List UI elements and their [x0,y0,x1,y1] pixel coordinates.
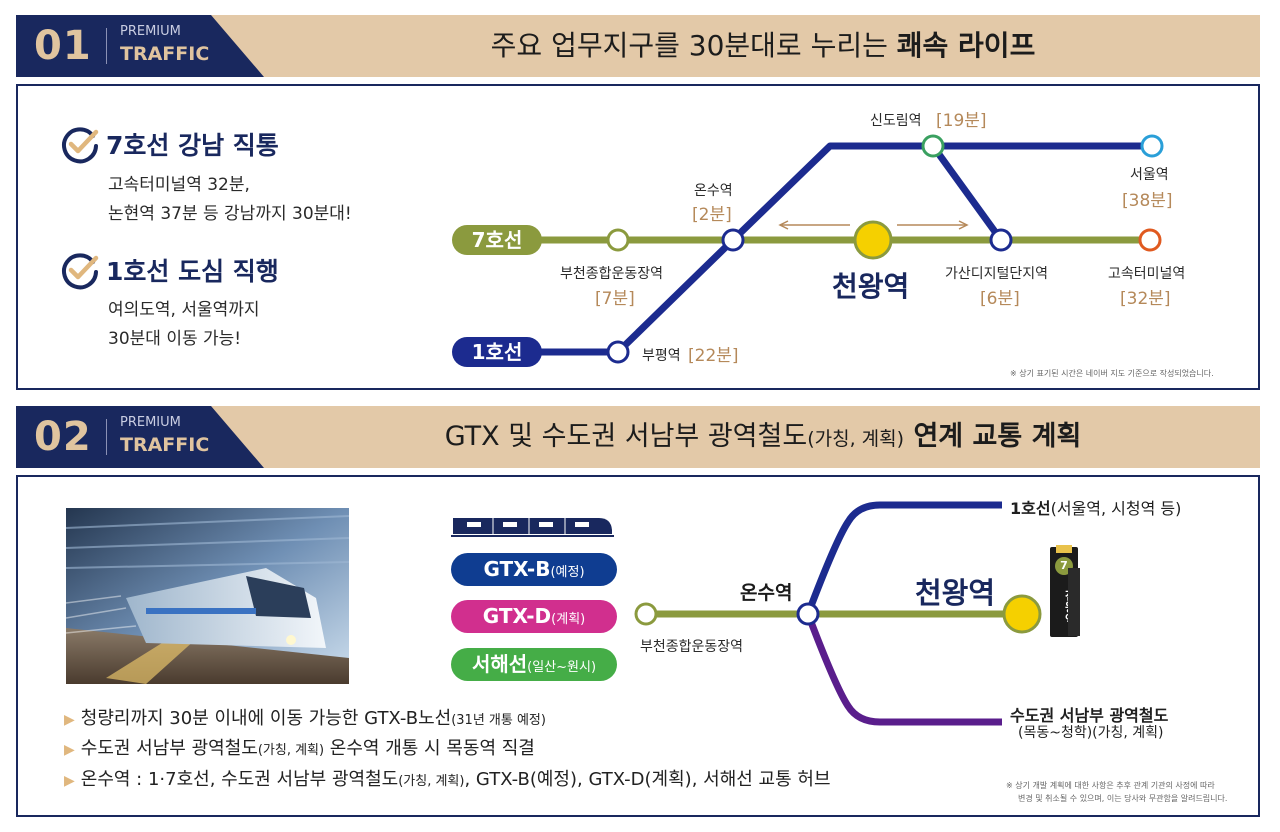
station-bupyeong-dot [606,340,630,364]
line1-badge: 1호선 [452,337,542,367]
section1-title-regular: 주요 업무지구를 30분대로 누리는 [490,29,897,62]
station-bucheon-dot-2 [634,602,658,626]
route-bottom-label-2: (목동~청학)(가칭, 계획) [1018,725,1164,741]
bullet-1-main: 청량리까지 30분 이내에 이동 가능한 GTX-B노선 [80,708,452,729]
train-photo [66,508,349,684]
station-sign-side [1068,568,1080,636]
line1-branch-track [930,143,1004,243]
station-express-dot [1138,228,1162,252]
pill-seohae-main: 서해선 [471,652,528,676]
section1-title: 주요 업무지구를 30분대로 누리는 쾌속 라이프 [266,15,1260,77]
section2-divider [106,419,107,455]
station-onsu-time: [2분] [692,205,732,225]
route-top-rest: (서울역, 시청역 등) [1050,499,1182,518]
bullet-2-main: 수도권 서남부 광역철도 [80,738,258,759]
bullet-1-small: (31년 개통 예정) [451,713,546,728]
pill-gtx-b: GTX-B(예정) [451,553,617,586]
station-gasan-dot [989,228,1013,252]
pill-gtx-b-main: GTX-B [483,557,551,581]
section2-header: 02 PREMIUM TRAFFIC GTX 및 수도권 서남부 광역철도(가칭… [16,406,1260,468]
bullet-2-tail: 온수역 개통 시 목동역 직결 [324,738,535,759]
station-express-name: 고속터미널역 [1108,266,1186,282]
station-cheonwang-name: 천왕역 [832,270,910,303]
pill-gtx-d: GTX-D(계획) [451,600,617,633]
station-bupyeong-time: [22분] [688,346,739,366]
station-onsu-dot [721,228,745,252]
station-cheonwang-dot [853,220,893,260]
pill-gtx-b-sub: (예정) [550,565,585,580]
section2-note-1: ※ 상기 개발 계획에 대한 사항은 추후 관계 기관의 사정에 따라 [1006,781,1215,790]
line1-track-2 [804,501,1002,616]
line1-track [530,142,1152,356]
southwest-line-track [804,612,1002,726]
feature-2-desc-1: 여의도역, 서울역까지 [108,300,260,320]
section1-sub-small: PREMIUM [120,24,181,39]
section2-note-2: 변경 및 취소될 수 있으며, 이는 당사와 무관함을 알려드립니다. [1018,794,1228,803]
route-top-label: 1호선(서울역, 시청역 등) [1010,495,1181,519]
check-circle-icon [62,253,99,290]
pill-gtx-d-main: GTX-D [482,604,552,628]
section1-title-bold: 쾌속 라이프 [896,29,1036,62]
station-onsu-dot-2 [796,602,820,626]
station-gasan-time: [6분] [980,289,1020,309]
station-seoul-name: 서울역 [1130,167,1169,183]
station-sindorim-time: [19분] [936,111,987,131]
feature-2-desc-2: 30분대 이동 가능! [108,329,242,349]
triangle-right-icon: ▶ [64,742,75,758]
station-cheonwang-name-2: 천왕역 [915,576,996,610]
station-bucheon-time: [7분] [595,289,635,309]
direction-arrows [778,220,969,230]
station-gasan-name: 가산디지털단지역 [945,266,1049,282]
check-circle-icon [62,127,99,164]
pill-gtx-d-sub: (계획) [551,612,586,627]
station-seoul-time: [38분] [1122,191,1173,211]
section1-header: 01 PREMIUM TRAFFIC 주요 업무지구를 30분대로 누리는 쾌속… [16,15,1260,77]
station-sindorim-name: 신도림역 [870,113,922,129]
train-icon [451,518,614,537]
section2-title-bold: 연계 교통 계획 [904,421,1082,452]
section2-title: GTX 및 수도권 서남부 광역철도(가칭, 계획) 연계 교통 계획 [266,406,1260,468]
station-express-time: [32분] [1120,289,1171,309]
section2-sub-small: PREMIUM [120,415,181,430]
bullet-2: ▶ 수도권 서남부 광역철도(가칭, 계획) 온수역 개통 시 목동역 직결 [64,734,535,760]
station-onsu-name: 온수역 [694,183,733,199]
route-top-bold: 1호선 [1010,499,1051,518]
route-bottom-label-1: 수도권 서남부 광역철도 [1010,706,1169,725]
station-bupyeong-name: 부평역 [642,348,681,364]
bullet-2-small: (가칭, 계획) [257,743,325,758]
station-bucheon-name-2: 부천종합운동장역 [640,639,744,655]
section2-sub-big: TRAFFIC [120,434,210,456]
train-image [66,508,349,684]
section1-divider [106,28,107,64]
section1-number: 01 [34,23,92,69]
section1-note: ※ 상기 표기된 시간은 네이버 지도 기준으로 작성되었습니다. [1010,369,1214,378]
feature-1-desc-2: 논현역 37분 등 강남까지 30분대! [108,204,352,224]
triangle-right-icon: ▶ [64,712,75,728]
bullet-3-tail: , GTX-B(예정), GTX-D(계획), 서해선 교통 허브 [464,769,831,790]
section2-number: 02 [34,414,92,460]
bullet-3-small: (가칭, 계획) [398,774,465,789]
station-bucheon-dot [606,228,630,252]
bullet-3-main: 온수역 : 1·7호선, 수도권 서남부 광역철도 [80,769,399,790]
station-cheonwang-dot-2 [1002,594,1042,634]
station-onsu-name-2: 온수역 [740,582,793,604]
triangle-right-icon: ▶ [64,773,75,789]
section2-title-small: (가칭, 계획) [807,428,905,450]
sign-lamp [1056,545,1072,553]
line7-badge: 7호선 [452,225,542,255]
station-bucheon-name: 부천종합운동장역 [560,266,664,282]
feature-2-title: 1호선 도심 직행 [106,257,279,286]
bullet-1: ▶ 청량리까지 30분 이내에 이동 가능한 GTX-B노선(31년 개통 예정) [64,704,546,730]
feature-1-desc-1: 고속터미널역 32분, [108,175,250,195]
station-seoul-dot [1140,134,1164,158]
bullet-3: ▶ 온수역 : 1·7호선, 수도권 서남부 광역철도(가칭, 계획), GTX-… [64,765,831,791]
feature-1-title: 7호선 강남 직통 [106,131,279,160]
section2-title-regular: GTX 및 수도권 서남부 광역철도 [444,421,808,452]
section1-sub-big: TRAFFIC [120,43,210,65]
pill-seohae: 서해선(일산~원시) [451,648,617,681]
pill-seohae-sub: (일산~원시) [527,660,597,675]
station-sindorim-dot [921,134,945,158]
